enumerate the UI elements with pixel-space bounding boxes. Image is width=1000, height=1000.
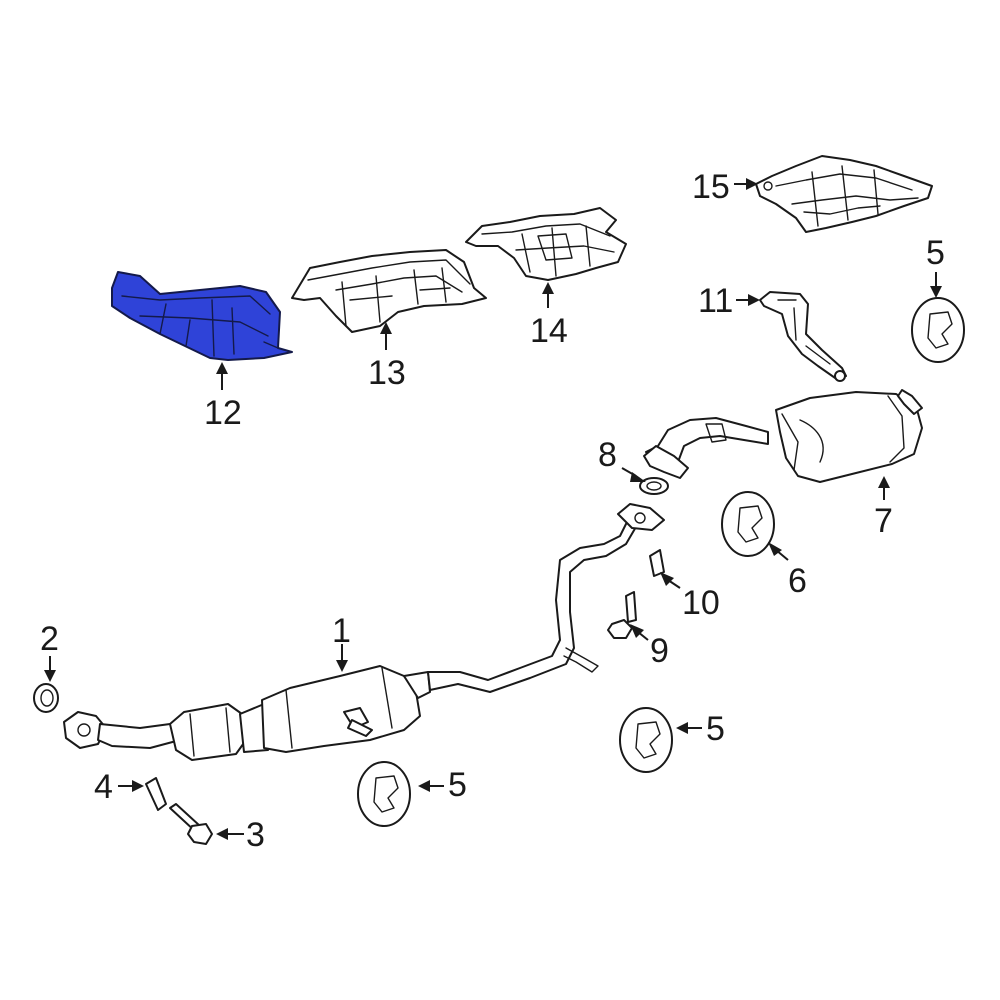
- part-1-exhaust-pipe[interactable]: [63, 503, 665, 761]
- callout-13: 13: [368, 354, 406, 392]
- part-5-hanger-lower[interactable]: [357, 761, 411, 827]
- part-4-stud[interactable]: [145, 777, 167, 811]
- callout-14: 14: [530, 312, 568, 350]
- callout-12: 12: [204, 394, 242, 432]
- callout-2: 2: [40, 620, 59, 658]
- part-10-stud[interactable]: [649, 549, 665, 577]
- callout-10: 10: [682, 584, 720, 622]
- part-5-hanger-upper-right[interactable]: [911, 297, 965, 363]
- part-15-heat-shield[interactable]: [755, 155, 933, 233]
- part-11-bracket[interactable]: [759, 291, 847, 382]
- callout-6: 6: [788, 562, 807, 600]
- part-14-heat-shield[interactable]: [465, 207, 627, 281]
- part-5-hanger-center-right[interactable]: [619, 707, 673, 773]
- callout-7: 7: [874, 502, 893, 540]
- callout-15: 15: [692, 168, 730, 206]
- callout-4: 4: [94, 768, 113, 806]
- leader-arrows: [44, 178, 942, 840]
- callout-labels: 12 13 14 15 5 11 7 8 6 10 9 5 5 1 2 4 3: [40, 168, 945, 854]
- callout-5-lower: 5: [448, 766, 467, 804]
- part-9-bolt[interactable]: [607, 591, 637, 639]
- part-6-hanger[interactable]: [721, 491, 775, 557]
- part-7-muffler[interactable]: [643, 389, 923, 483]
- callout-1: 1: [332, 612, 351, 650]
- callout-8: 8: [598, 436, 617, 474]
- part-3-bolt[interactable]: [169, 803, 213, 845]
- callout-5-upper-right: 5: [926, 234, 945, 272]
- callout-9: 9: [650, 632, 669, 670]
- callout-5-center-right: 5: [706, 710, 725, 748]
- callout-11: 11: [698, 282, 733, 320]
- part-12-heat-shield[interactable]: [111, 271, 293, 361]
- part-13-heat-shield[interactable]: [291, 249, 487, 333]
- part-2-gasket[interactable]: [33, 683, 59, 713]
- callout-3: 3: [246, 816, 265, 854]
- part-8-gasket[interactable]: [639, 477, 669, 495]
